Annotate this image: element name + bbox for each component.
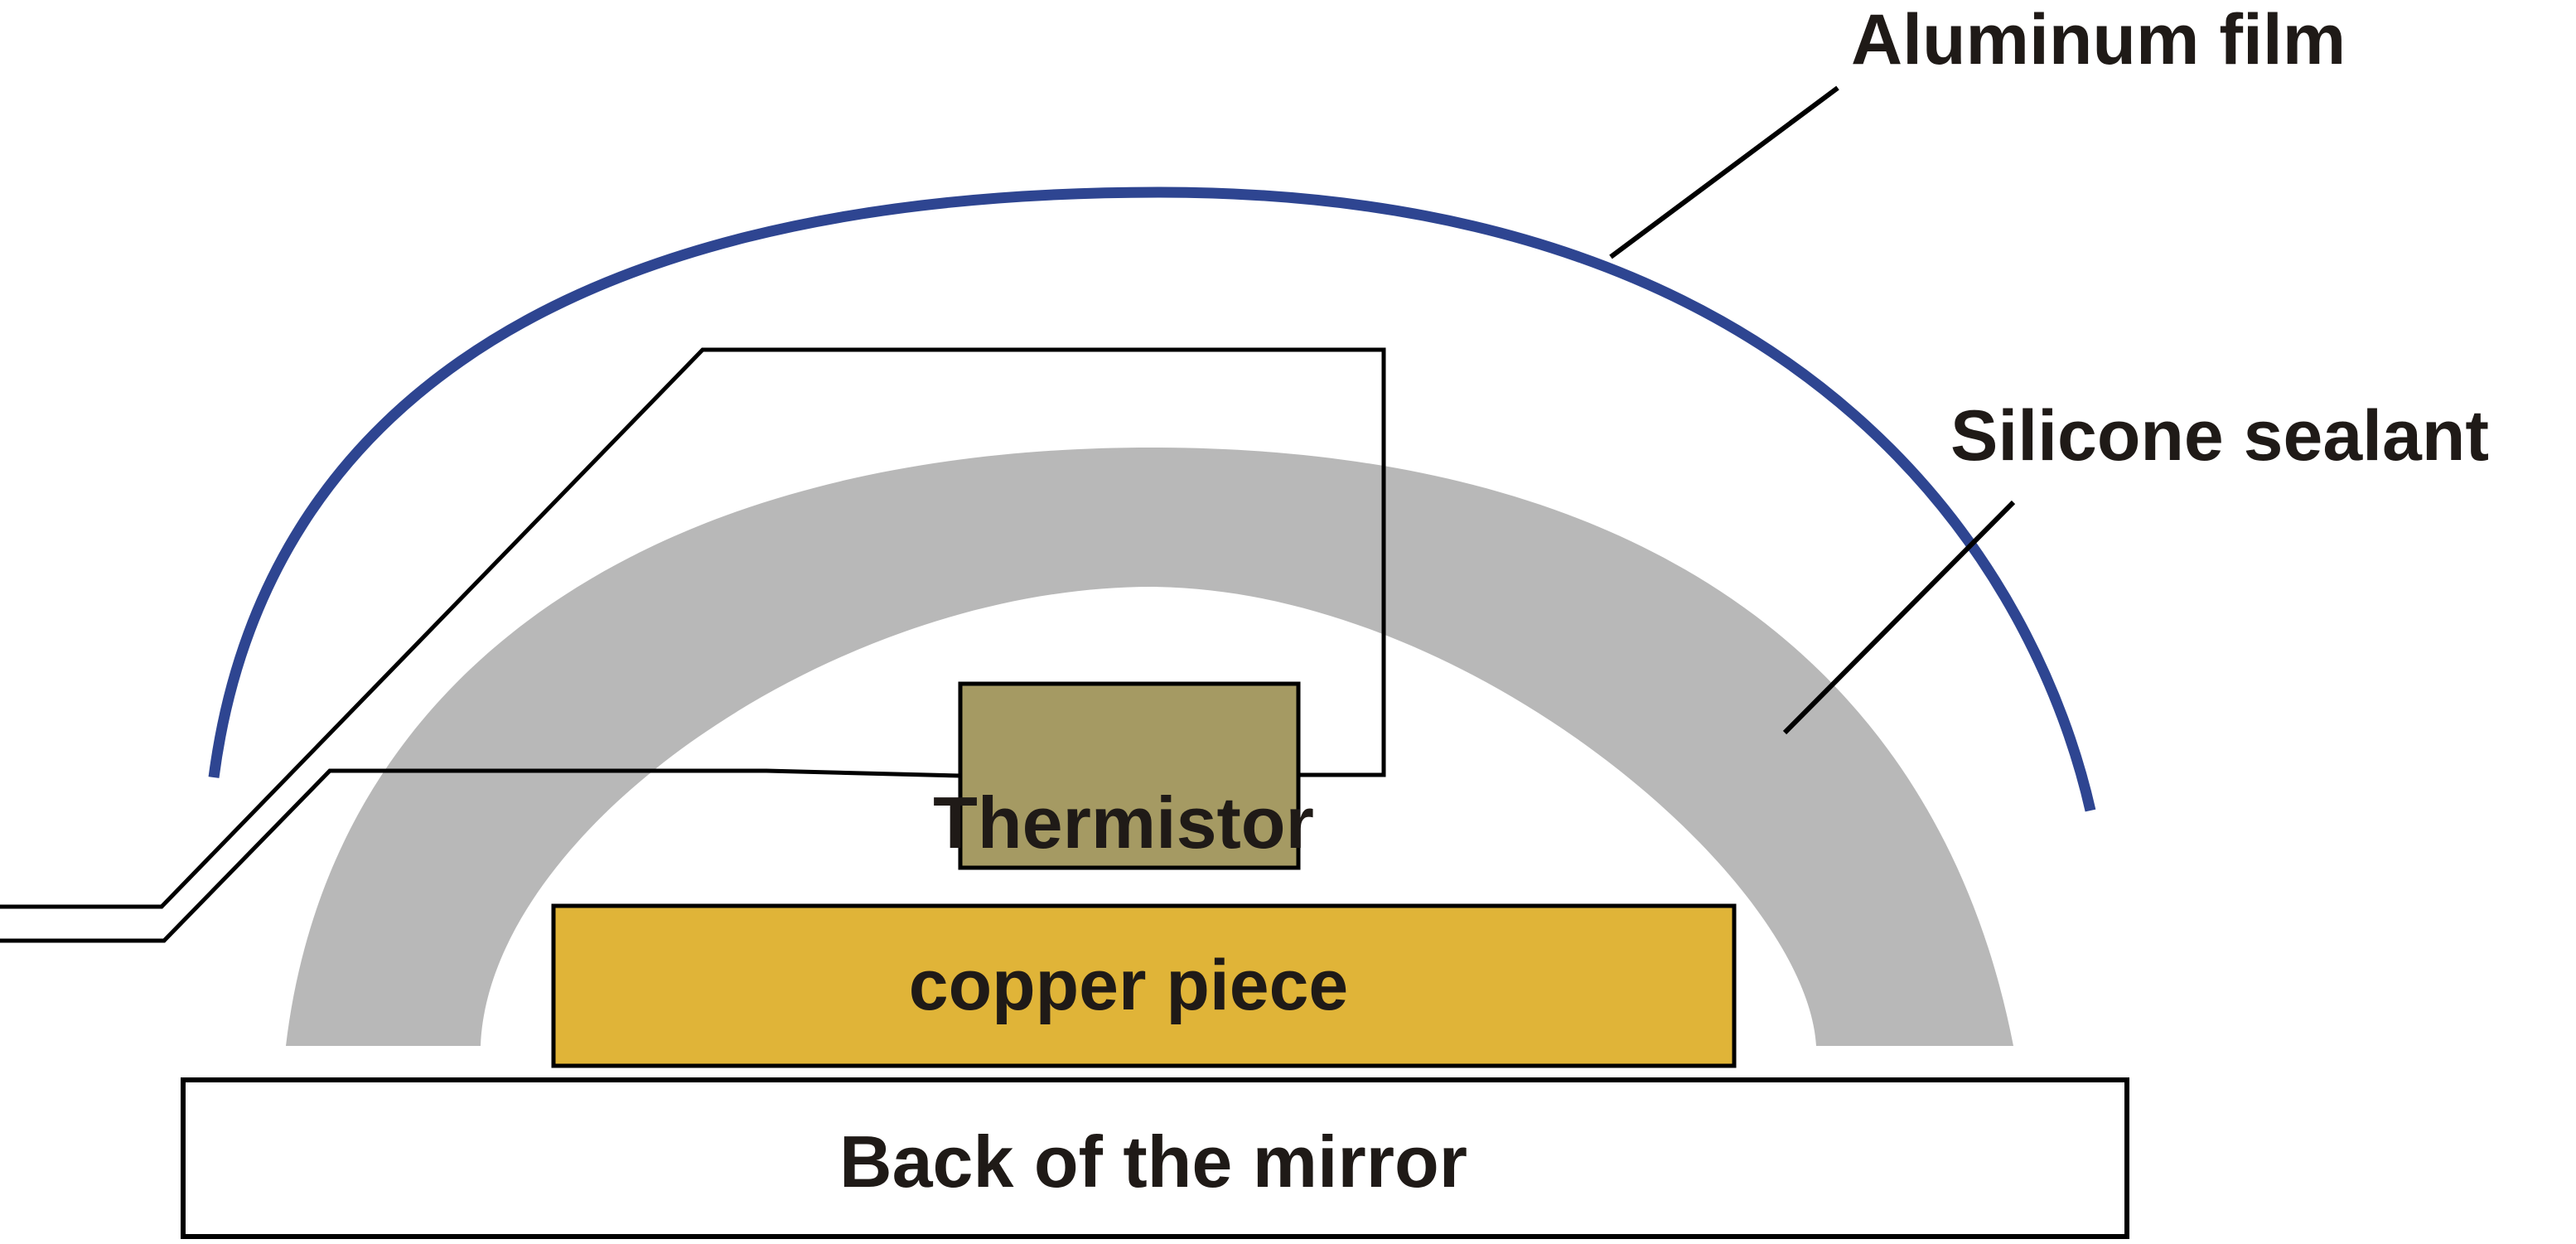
copper-piece-box: [551, 903, 1737, 1068]
mirror-back-box: [181, 1077, 2129, 1239]
lead-wire-inner: [0, 768, 961, 943]
silicone-sealant-label: Silicone sealant: [1950, 396, 2489, 476]
lead-wire-outer: [0, 347, 1386, 909]
silicone-sealant-leader: [1782, 500, 2016, 735]
copper-piece-label: copper piece: [909, 946, 1349, 1025]
silicone-sealant-shape: [286, 448, 2013, 1046]
mirror-back-label: Back of the mirror: [839, 1121, 1467, 1203]
aluminum-film-leader: [1609, 85, 1839, 259]
aluminum-film-label: Aluminum film: [1851, 0, 2346, 80]
thermistor-label: Thermistor: [933, 782, 1314, 864]
aluminum-film-arc: [208, 186, 2096, 812]
